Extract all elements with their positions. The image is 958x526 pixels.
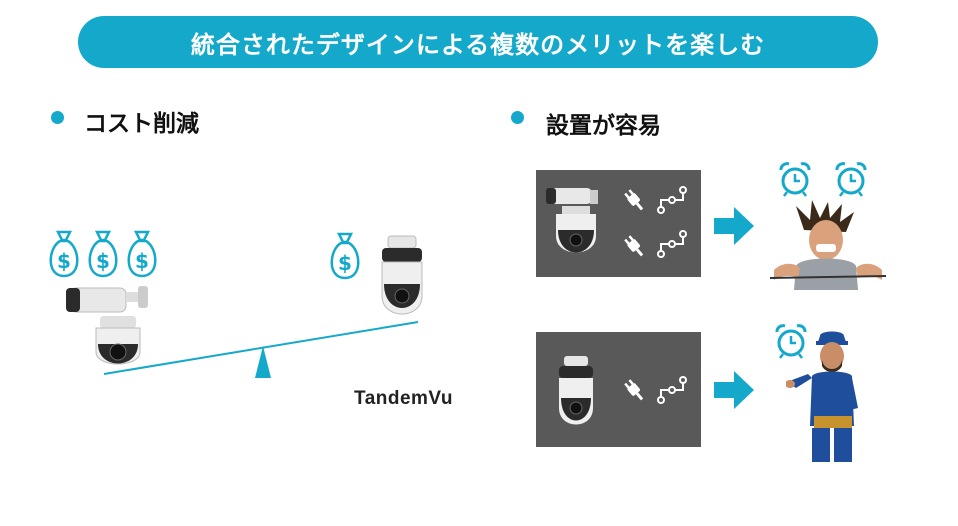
money-bag-icon: $	[127, 230, 157, 278]
plug-icon	[624, 379, 644, 401]
svg-text:$: $	[338, 251, 352, 275]
plug-icon	[624, 189, 644, 211]
svg-text:$: $	[96, 249, 110, 273]
network-port-icon	[657, 186, 687, 214]
bullet-installation	[511, 111, 524, 124]
svg-text:$: $	[135, 249, 149, 273]
panel-one-device	[536, 332, 701, 447]
money-bag-icon: $	[330, 232, 360, 280]
bullet-and-ptz-camera-image	[546, 188, 598, 253]
money-bag-icon: $	[49, 230, 79, 278]
svg-text:$: $	[57, 249, 71, 273]
arrow-right-icon	[714, 371, 754, 409]
plug-icon	[624, 235, 644, 257]
network-port-icon	[657, 376, 687, 404]
money-bag-icon: $	[88, 230, 118, 278]
balance-scale-graphic	[103, 321, 419, 378]
brand-logo-tandemvu: TandemVu	[354, 388, 454, 409]
bullet-and-ptz-camera-image	[66, 286, 148, 365]
alarm-clock-icon	[779, 162, 811, 197]
heading-easy-installation: 設置が容易	[546, 113, 661, 139]
smiling-worker-image	[786, 331, 858, 462]
panel-two-devices	[536, 170, 701, 277]
bullet-cost	[51, 111, 64, 124]
heading-cost-reduction: コスト削減	[84, 111, 199, 137]
title-banner: 統合されたデザインによる複数のメリットを楽しむ	[78, 16, 878, 68]
stressed-man-image	[769, 200, 887, 290]
tandemvu-camera-image	[559, 356, 593, 425]
alarm-clock-icon	[835, 162, 867, 197]
alarm-clock-icon	[775, 324, 807, 359]
network-port-icon	[657, 230, 687, 258]
arrow-right-icon	[714, 207, 754, 245]
tandemvu-camera-image	[381, 235, 423, 315]
